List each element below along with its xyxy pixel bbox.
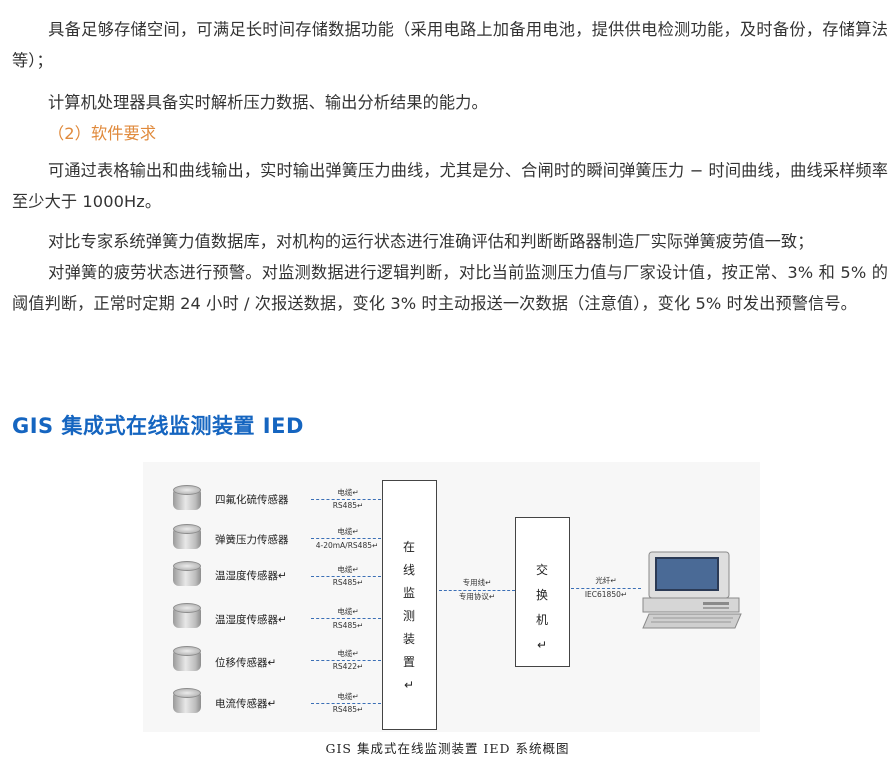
monitoring-device-char: 测 [402, 609, 415, 623]
monitoring-device-char: 置↵ [402, 655, 415, 692]
paragraph-storage-text: 具备足够存储空间，可满足长时间存储数据功能（采用电路上加备用电池，提供供电检测功… [12, 20, 888, 70]
switch-box: 交 换 机↵ [515, 517, 570, 667]
paragraph-processor-text: 计算机处理器具备实时解析压力数据、输出分析结果的能力。 [48, 93, 488, 112]
system-diagram: 四氟化硫传感器 电缆↵ RS485↵ 弹簧压力传感器 电缆↵ 4-20mA/RS… [143, 462, 760, 732]
switch-label: 交 换 机↵ [535, 558, 549, 658]
sensor-name: 电流传感器↵ [215, 698, 277, 710]
link-label-medium: 电缆↵ [337, 692, 359, 701]
switch-char: 交 [535, 563, 548, 577]
connector-arrow [311, 576, 381, 577]
sensor-image [169, 558, 205, 592]
fiber-label: 光纤↵ [595, 576, 617, 585]
switch-char: 换 [535, 588, 548, 602]
paragraph-expert-system: 对比专家系统弹簧力值数据库，对机构的运行状态进行准确评估和判断断路器制造厂实际弹… [12, 226, 888, 257]
paragraph-storage: 具备足够存储空间，可满足长时间存储数据功能（采用电路上加备用电池，提供供电检测功… [12, 14, 888, 76]
dedicated-protocol-label: 专用协议↵ [458, 592, 496, 601]
link-label-protocol: RS485↵ [332, 705, 364, 714]
connector-arrow [439, 590, 515, 591]
monitoring-device-char: 装 [402, 632, 415, 646]
connector-arrow [311, 538, 381, 539]
monitoring-device-box: 在 线 监 测 装 置↵ [382, 480, 437, 730]
link-label-medium: 电缆↵ [337, 565, 359, 574]
sensor-image [169, 521, 205, 555]
connector-arrow [311, 703, 381, 704]
link-label-medium: 电缆↵ [337, 607, 359, 616]
link-label-medium: 电缆↵ [337, 649, 359, 658]
monitoring-device-char: 线 [402, 563, 415, 577]
link-label-medium: 电缆↵ [337, 527, 359, 536]
sensor-name: 弹簧压力传感器 [215, 534, 289, 546]
link-label-protocol: RS485↵ [332, 621, 364, 630]
link-label-protocol: RS485↵ [332, 501, 364, 510]
sensor-name: 温湿度传感器↵ [215, 570, 287, 582]
sensor-image [169, 600, 205, 634]
sensor-image [169, 685, 205, 719]
monitoring-device-char: 监 [402, 586, 415, 600]
paragraph-fatigue-warning-text: 对弹簧的疲劳状态进行预警。对监测数据进行逻辑判断，对比当前监测压力值与厂家设计值… [12, 263, 888, 313]
software-requirements-heading-text: （2）软件要求 [48, 124, 157, 143]
sensor-name: 四氟化硫传感器 [215, 494, 289, 506]
link-label-protocol: RS485↵ [332, 578, 364, 587]
monitoring-device-char: 在 [402, 540, 415, 554]
connector-arrow [311, 618, 381, 619]
section-title: GIS 集成式在线监测装置 IED [12, 414, 304, 438]
link-label-protocol: 4-20mA/RS485↵ [315, 541, 379, 550]
sensor-image [169, 643, 205, 677]
connector-arrow [311, 499, 381, 500]
connector-arrow [311, 660, 381, 661]
link-label-medium: 电缆↵ [337, 488, 359, 497]
figure-caption: GIS 集成式在线监测装置 IED 系统概图 [325, 741, 570, 756]
monitoring-device-label: 在 线 监 测 装 置↵ [402, 536, 416, 697]
paragraph-processor: 计算机处理器具备实时解析压力数据、输出分析结果的能力。 [12, 87, 888, 118]
paragraph-fatigue-warning: 对弹簧的疲劳状态进行预警。对监测数据进行逻辑判断，对比当前监测压力值与厂家设计值… [12, 257, 888, 319]
protocol-iec61850-label: IEC61850↵ [584, 590, 628, 599]
dedicated-line-label: 专用线↵ [462, 578, 492, 587]
switch-char: 机↵ [535, 613, 548, 652]
sensor-name: 温湿度传感器↵ [215, 614, 287, 626]
sensor-name: 位移传感器↵ [215, 657, 277, 669]
paragraph-curve-output: 可通过表格输出和曲线输出，实时输出弹簧压力曲线，尤其是分、合闸时的瞬间弹簧压力 … [12, 155, 888, 217]
software-requirements-heading: （2）软件要求 [12, 118, 888, 149]
link-label-protocol: RS422↵ [332, 662, 364, 671]
connector-arrow [571, 588, 641, 589]
sensor-image [169, 482, 205, 516]
paragraph-curve-output-text: 可通过表格输出和曲线输出，实时输出弹簧压力曲线，尤其是分、合闸时的瞬间弹簧压力 … [12, 161, 888, 211]
computer-icon [642, 551, 742, 629]
paragraph-expert-system-text: 对比专家系统弹簧力值数据库，对机构的运行状态进行准确评估和判断断路器制造厂实际弹… [48, 232, 814, 251]
